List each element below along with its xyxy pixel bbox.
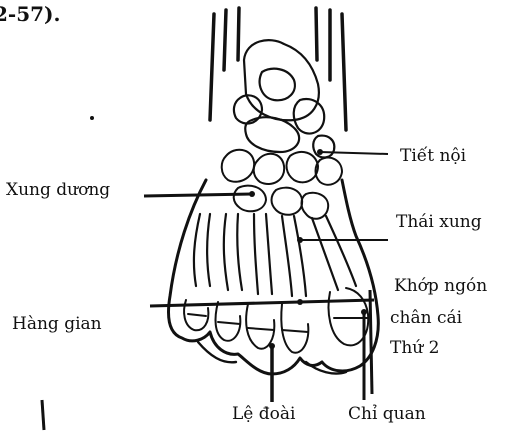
leader-tiet-noi [320,152,388,154]
label-hang-gian: Hàng gian [12,314,102,334]
leader-khop-ngon [370,290,372,394]
point-le-doai [269,343,275,349]
point-tiet-noi [317,149,323,155]
label-thu-2: Thứ 2 [390,338,439,358]
point-hang-gian [297,299,303,305]
label-thai-xung: Thái xung [396,212,482,232]
tarsal-bones [222,150,342,219]
figure-reference: 2-57). [0,4,60,24]
label-tiet-noi: Tiết nội [400,146,466,166]
leader-hang-gian [150,300,374,306]
point-thai-xung [297,237,303,243]
ankle-bones [234,40,334,157]
label-chi-quan: Chỉ quan [348,404,426,424]
leader-lines [144,152,388,402]
label-xung-duong: Xung dương [6,180,110,200]
metatarsal-bones [194,214,356,296]
label-khop-ngon: Khớp ngón [394,276,487,296]
point-xung-duong [249,191,255,197]
label-chan-cai: chân cái [390,308,462,328]
toe-bones [184,288,368,353]
leader-xung-duong [144,194,252,196]
scan-marks [42,117,94,431]
point-chi-quan [361,309,367,315]
label-le-doai: Lệ đoài [232,404,295,424]
